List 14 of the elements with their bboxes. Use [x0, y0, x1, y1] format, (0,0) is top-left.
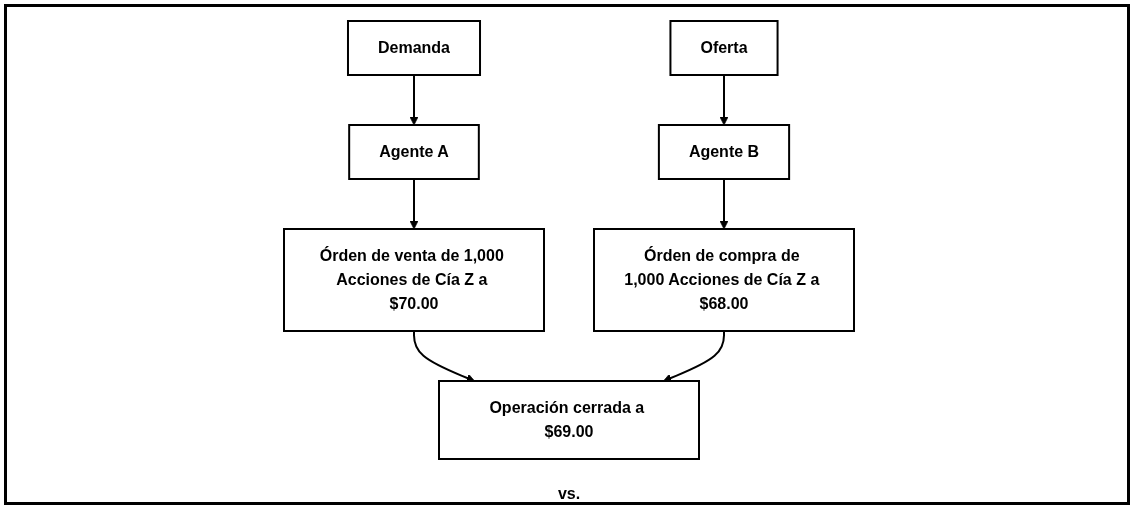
node-box: Agente A: [348, 124, 480, 180]
arrow: [413, 330, 475, 383]
arrow: [719, 178, 729, 230]
node-box: Demanda: [347, 20, 481, 76]
node-box: Oferta: [669, 20, 779, 76]
arrow: [409, 178, 419, 230]
arrow: [719, 74, 729, 126]
arrow: [409, 74, 419, 126]
node-box: Agente B: [657, 124, 791, 180]
node-box: Órden de compra de 1,000 Acciones de Cía Z a $68.00: [593, 228, 855, 332]
node-box: Órden de venta de 1,000 Acciones de Cía Z a $70.00: [283, 228, 545, 332]
arrow: [663, 330, 725, 383]
vs-text: vs.: [557, 485, 581, 502]
node-box: Operación cerrada a $69.00: [438, 380, 700, 460]
